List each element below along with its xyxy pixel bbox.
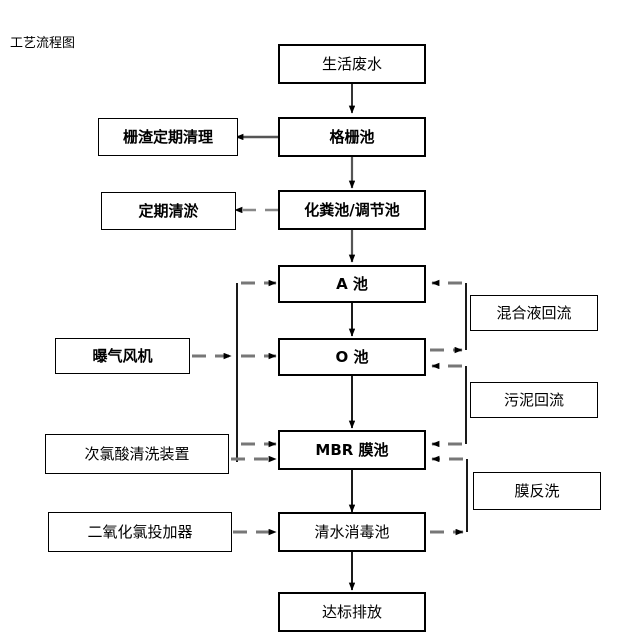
node-domestic-wastewater[interactable]: 生活废水 bbox=[278, 44, 426, 84]
node-grate-tank[interactable]: 格栅池 bbox=[278, 117, 426, 157]
wire-membrane-backwash bbox=[430, 455, 468, 536]
node-hypochlorite-cleaning-device[interactable]: 次氯酸清洗装置 bbox=[45, 434, 229, 474]
node-aeration-blower[interactable]: 曝气风机 bbox=[55, 338, 190, 374]
node-mbr-membrane-tank[interactable]: MBR 膜池 bbox=[278, 430, 426, 470]
page-title: 工艺流程图 bbox=[10, 36, 76, 51]
node-septic-regulating-tank[interactable]: 化粪池/调节池 bbox=[278, 190, 426, 230]
wire-sludge-reflux bbox=[431, 362, 467, 448]
node-clean-water-disinfection-tank[interactable]: 清水消毒池 bbox=[278, 512, 426, 552]
node-a-tank[interactable]: A 池 bbox=[278, 265, 426, 303]
node-mixed-liquor-reflux[interactable]: 混合液回流 bbox=[470, 295, 598, 331]
node-screen-residue-cleaning[interactable]: 栅渣定期清理 bbox=[98, 118, 238, 156]
node-membrane-backwash[interactable]: 膜反洗 bbox=[473, 472, 601, 510]
node-chlorine-dioxide-doser[interactable]: 二氧化氯投加器 bbox=[48, 512, 232, 552]
node-regular-desilting[interactable]: 定期清淤 bbox=[101, 192, 236, 230]
node-o-tank[interactable]: O 池 bbox=[278, 338, 426, 376]
node-standard-discharge[interactable]: 达标排放 bbox=[278, 592, 426, 632]
wire-mixed-liquor-reflux bbox=[430, 279, 467, 354]
node-sludge-reflux[interactable]: 污泥回流 bbox=[470, 382, 598, 418]
